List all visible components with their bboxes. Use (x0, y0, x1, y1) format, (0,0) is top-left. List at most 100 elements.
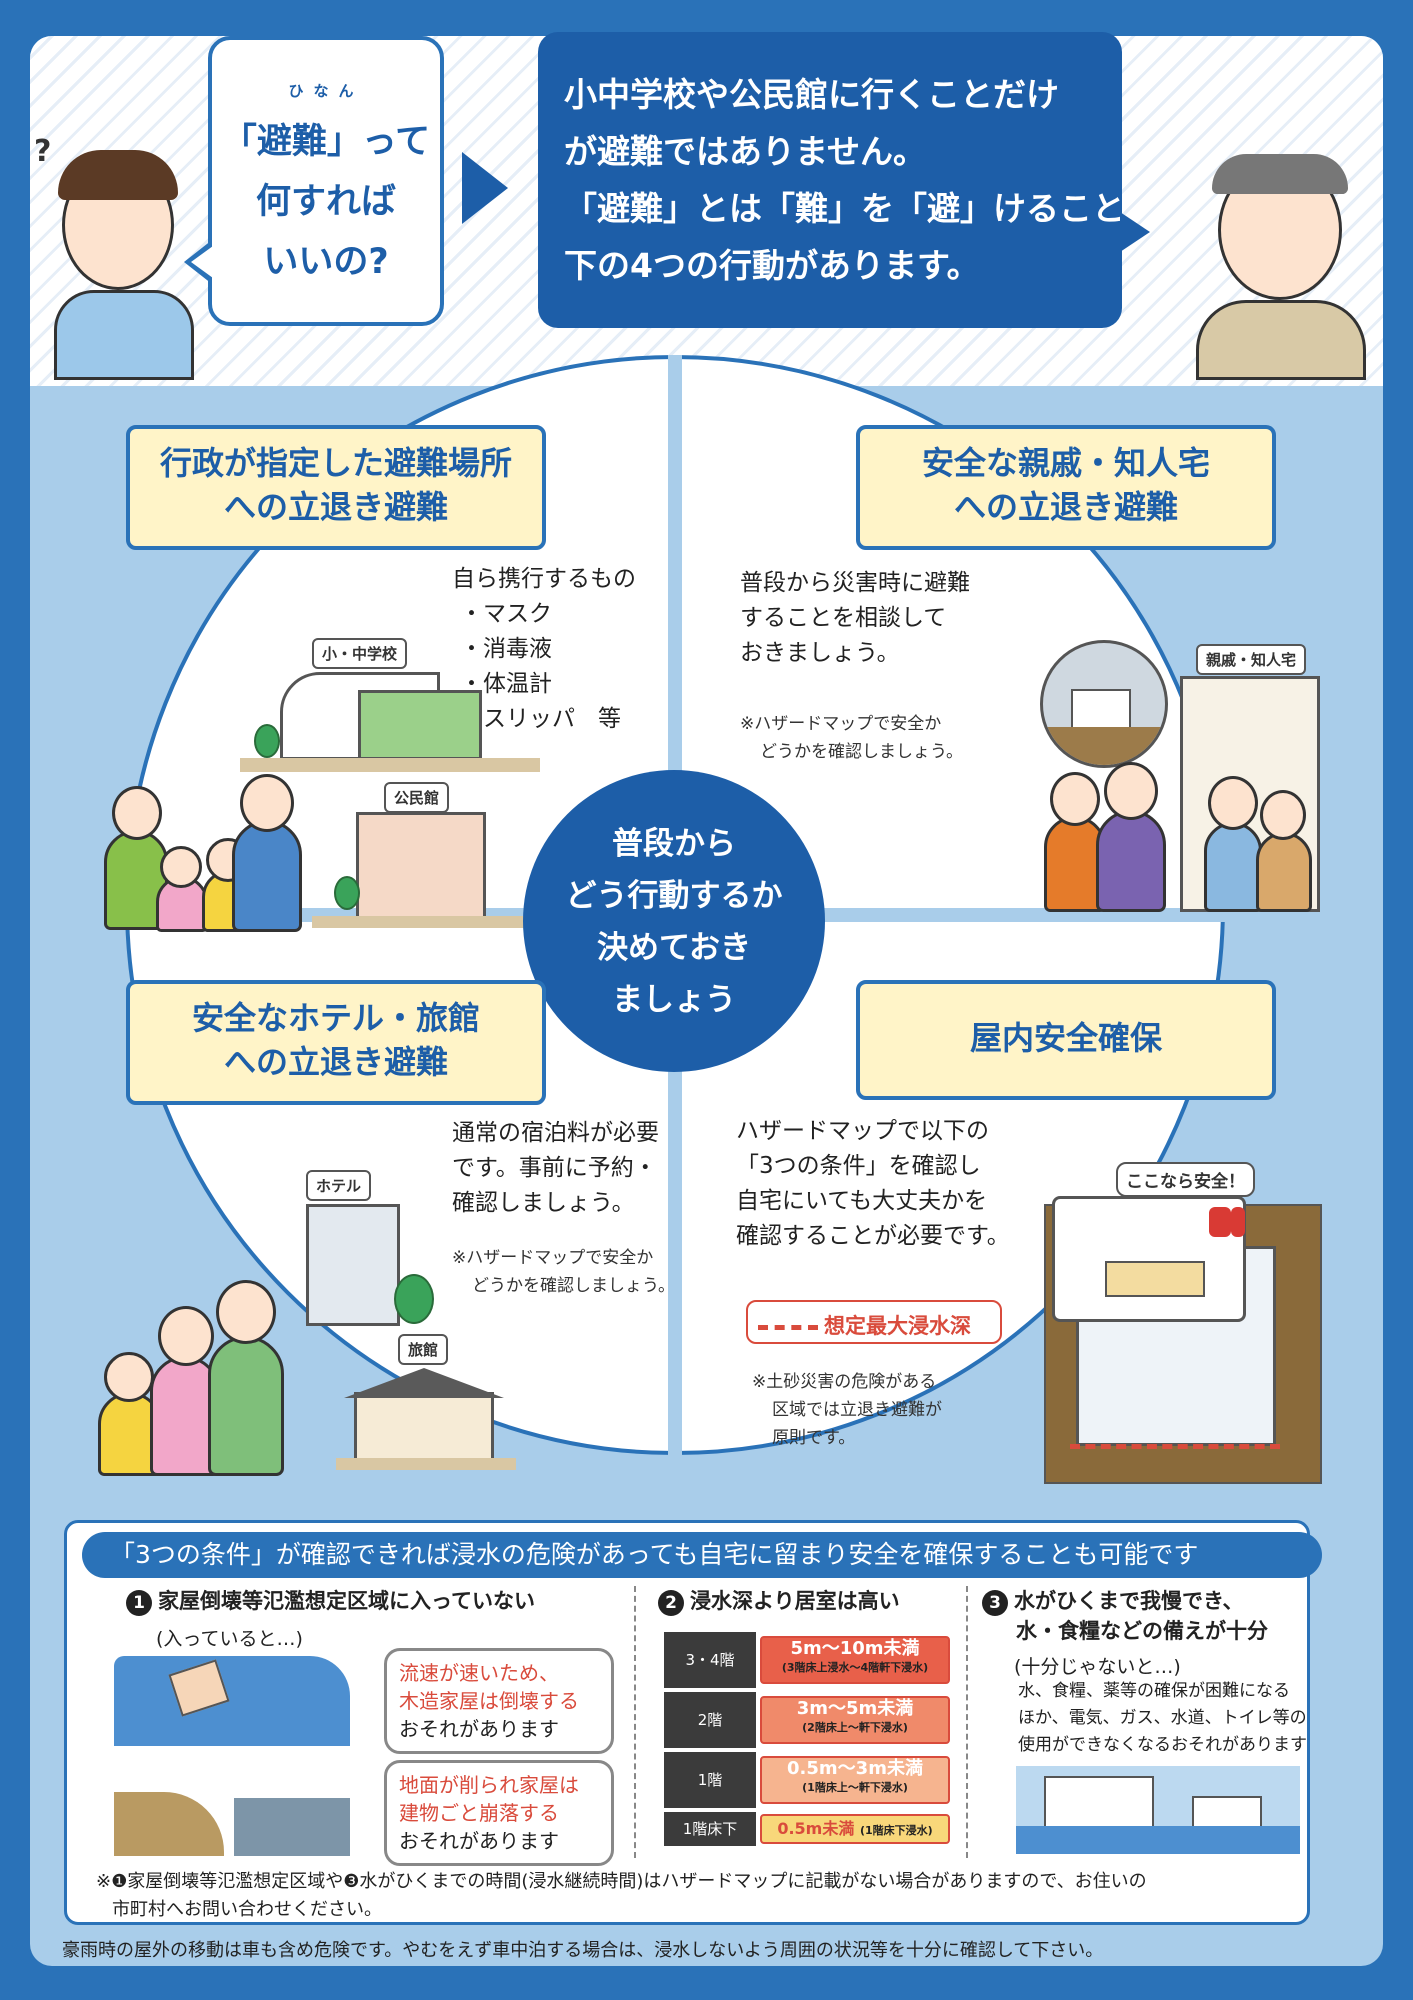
face (160, 846, 202, 888)
hotel-building (306, 1204, 400, 1326)
face (1050, 772, 1100, 826)
face (1260, 790, 1306, 840)
depth-sub: (3階床上浸水〜4階軒下浸水) (781, 1661, 929, 1674)
red-text: 木造家屋は倒壊する (399, 1689, 579, 1713)
floor-value: 5m〜10m未満 (3階床上浸水〜4階軒下浸水) (760, 1636, 950, 1684)
center-line: 普段から (612, 826, 736, 862)
flood-house-illustration (114, 1656, 350, 1746)
depth-sub: (1階床下浸水) (859, 1824, 933, 1837)
column-divider (966, 1586, 968, 1858)
depth-main: 5m〜10m未満 (790, 1638, 920, 1659)
question-bubble: ひなん 「避難」って 何すれば いいの? (208, 36, 444, 326)
hall-tag: 公民館 (384, 782, 450, 813)
q2-body: 普段から災害時に避難 することを相談して おきましょう。 (740, 566, 970, 671)
face (112, 786, 162, 840)
max-flood-depth-legend: 想定最大浸水深 (746, 1300, 1002, 1344)
note-line: どうかを確認しましょう。 (472, 1276, 675, 1296)
depth-sub: (2階床上〜軒下浸水) (802, 1721, 908, 1734)
floor-row: 3・4階 5m〜10m未満 (3階床上浸水〜4階軒下浸水) (664, 1632, 954, 1688)
items-line: ・マスク (460, 601, 552, 627)
body-line: 使用ができなくなるおそれがあります (1018, 1735, 1307, 1755)
ryokan-building (354, 1392, 494, 1462)
flooded-town-illustration (1016, 1766, 1300, 1854)
face (1208, 776, 1258, 830)
boy-illustration: ? (34, 120, 194, 380)
body-line: 自宅にいても大丈夫かを (736, 1188, 988, 1214)
ground (240, 758, 540, 772)
conditions-title: 「3つの条件」が確認できれば浸水の危険があっても自宅に留まり安全を確保することも… (82, 1532, 1322, 1578)
arrow-right-icon (462, 152, 508, 224)
q1-items: 自ら携行するもの ・マスク ・消毒液 ・体温計 ・スリッパ 等 (452, 562, 636, 737)
condition-3-body: 水、食糧、薬等の確保が困難になる ほか、電気、ガス、水道、トイレ等の 使用ができ… (1018, 1678, 1307, 1759)
red-text: 建物ごと崩落する (399, 1801, 559, 1825)
note-line: ※ハザードマップで安全か (740, 714, 942, 734)
depth-main-text: 0.5m未満 (777, 1819, 855, 1838)
body-line: ハザードマップで以下の (736, 1118, 989, 1144)
hall-building (356, 812, 486, 920)
family-illustration (1096, 810, 1166, 912)
footnote-line: 市町村へお問い合わせください。 (112, 1899, 382, 1920)
face (1104, 762, 1158, 820)
tree-icon (254, 724, 280, 758)
body-line: 確認しましょう。 (452, 1190, 635, 1216)
family-illustration (232, 820, 302, 932)
q2-note: ※ハザードマップで安全か どうかを確認しましょう。 (740, 710, 963, 766)
furigana: ひなん (288, 82, 364, 100)
landslide-illustration (114, 1772, 350, 1856)
question-line: 「避難」って (221, 122, 431, 162)
q3-title: 安全なホテル・旅館 への立退き避難 (126, 980, 546, 1105)
black-text: おそれがあります (399, 1717, 559, 1741)
red-text: 流速が速いため、 (399, 1661, 559, 1685)
family-illustration (1204, 822, 1262, 912)
body-line: です。事前に予約・ (452, 1155, 657, 1181)
depth-main: 0.5m〜3m未満 (787, 1758, 923, 1779)
heading-text: 水・食糧などの備えが十分 (1016, 1619, 1268, 1643)
floor-value: 0.5m未満 (1階床下浸水) (760, 1814, 950, 1844)
floor-label: 1階床下 (664, 1812, 756, 1846)
center-line: ましょう (612, 982, 736, 1018)
floor-value: 0.5m〜3m未満 (1階床上〜軒下浸水) (760, 1756, 950, 1804)
floor-row: 1階 0.5m〜3m未満 (1階床上〜軒下浸水) (664, 1752, 954, 1808)
tree-icon (334, 876, 360, 910)
tree-icon (394, 1274, 434, 1324)
depth-main: 0.5m未満 (1階床下浸水) (762, 1816, 948, 1844)
relative-house-tag: 親戚・知人宅 (1196, 644, 1307, 675)
floor-label: 1階 (664, 1752, 756, 1808)
family-illustration (208, 1336, 284, 1476)
center-message: 普段から どう行動するか 決めておき ましょう (523, 770, 825, 1072)
ground (312, 916, 532, 928)
q4-note: ※土砂災害の危険がある 区域では立退き避難が 原則です。 (752, 1368, 942, 1452)
note-line: 区域では立退き避難が (772, 1400, 942, 1420)
man-illustration (1196, 130, 1366, 380)
legend-label: 想定最大浸水深 (824, 1314, 971, 1338)
title-line: への立退き避難 (223, 1043, 448, 1081)
note-line: ※ハザードマップで安全か (452, 1248, 654, 1268)
conditions-footnote: ※❶家屋倒壊等氾濫想定区域や❸水がひくまでの時間(浸水継続時間)はハザードマップ… (96, 1868, 1147, 1924)
answer-line: 小中学校や公民館に行くことだけ (564, 75, 1059, 114)
speech-tail-inner (191, 246, 213, 278)
body-line: 「3つの条件」を確認し (736, 1153, 981, 1179)
hotel-tag: ホテル (306, 1170, 372, 1201)
number-badge: 1 (126, 1590, 152, 1616)
body-line: ほか、電気、ガス、水道、トイレ等の (1018, 1708, 1307, 1728)
body-line: おきましょう。 (740, 640, 900, 666)
title-line: 安全な親戚・知人宅 (921, 444, 1210, 482)
black-text: おそれがあります (399, 1829, 559, 1853)
floor-value: 3m〜5m未満 (2階床上〜軒下浸水) (760, 1696, 950, 1744)
speech-tail (1120, 212, 1150, 252)
note-line: どうかを確認しましょう。 (760, 742, 963, 762)
floor-row: 1階床下 0.5m未満 (1階床下浸水) (664, 1812, 954, 1846)
body-line: することを相談して (740, 605, 947, 631)
items-line: ・消毒液 (460, 636, 552, 662)
answer-line: 下の4つの行動があります。 (564, 246, 980, 285)
condition-3-sub: (十分じゃないと…) (1014, 1656, 1181, 1678)
safe-here-bubble: ここなら安全！ (1116, 1162, 1255, 1197)
q3-body: 通常の宿泊料が必要 です。事前に予約・ 確認しましょう。 (452, 1116, 659, 1221)
depth-sub: (1階床上〜軒下浸水) (802, 1781, 908, 1794)
heading-text: 家屋倒壊等氾濫想定区域に入っていない (158, 1589, 535, 1613)
number-badge: 3 (982, 1590, 1008, 1616)
floor-label: 2階 (664, 1692, 756, 1748)
answer-line: 「避難」とは「難」を「避」けること。 (564, 189, 1158, 228)
floor-label: 3・4階 (664, 1632, 756, 1688)
